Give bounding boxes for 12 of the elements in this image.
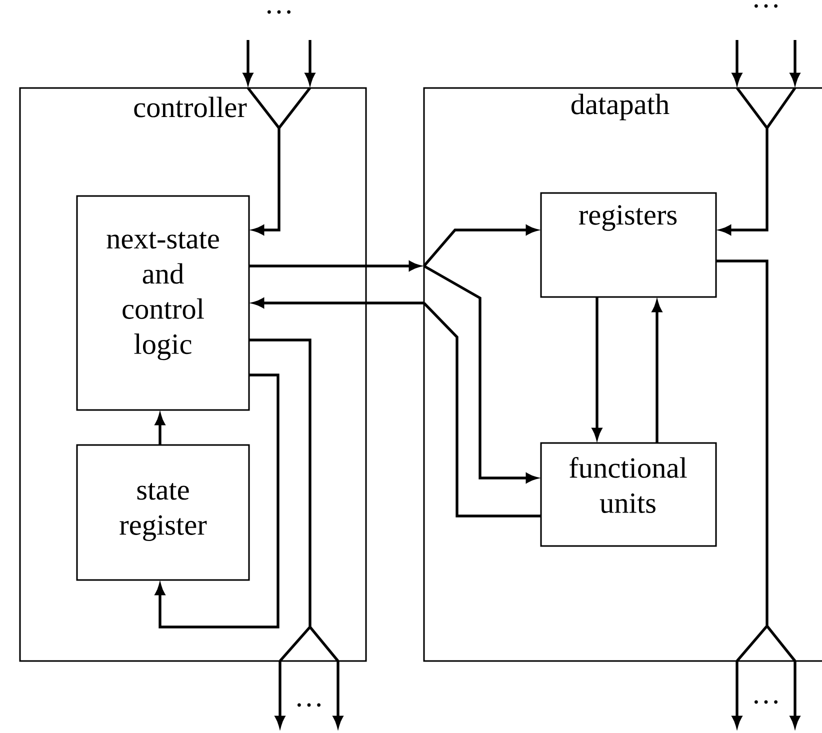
ellipsis-label: … [297, 703, 321, 707]
arrow [246, 86, 312, 235]
unit-box: functional units [540, 442, 717, 547]
connector-line [248, 338, 340, 662]
register-box: registers [540, 192, 717, 298]
ellipsis-label: … [267, 10, 291, 14]
ellipsis-label: … [754, 4, 778, 8]
logic-box: next-state and control logic [76, 195, 250, 411]
ellipsis-label: … [754, 700, 778, 704]
connector-line [714, 260, 796, 662]
register-box: state register [76, 444, 250, 581]
arrow [155, 374, 280, 628]
